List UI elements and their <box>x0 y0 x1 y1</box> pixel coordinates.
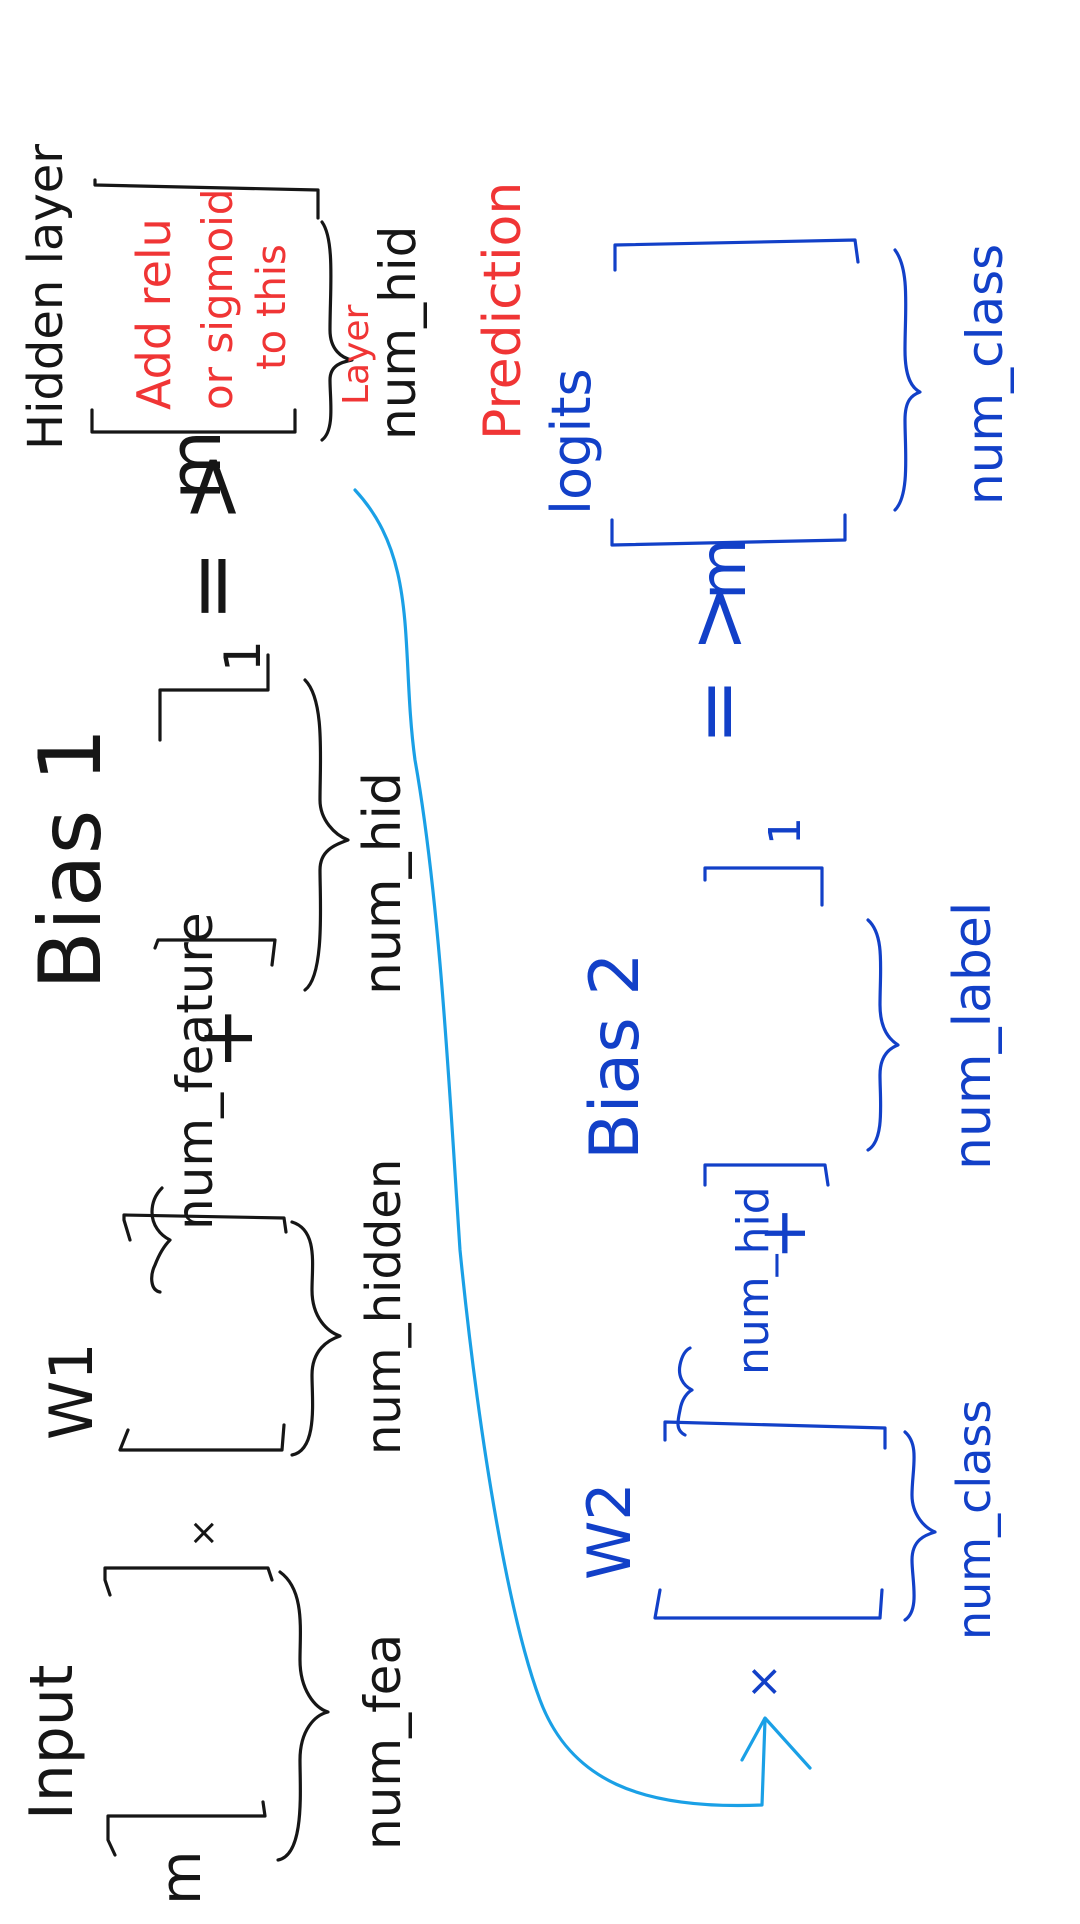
output-cols-brace <box>893 248 922 512</box>
equals-arrow-1: = > <box>161 451 261 622</box>
bias1-matrix <box>153 653 350 992</box>
input-rows-label: m <box>149 1850 214 1905</box>
bias2-cols-label: num_label <box>943 902 1003 1170</box>
w1-rows-brace <box>150 1186 172 1294</box>
hidden-cols-label: num_hid <box>369 226 427 440</box>
hidden-cols-brace <box>320 220 354 442</box>
output-rows-label: m <box>687 538 761 600</box>
w1-label: W1 <box>37 1343 107 1441</box>
equals-sign-2: = <box>671 678 764 745</box>
plus-sign-1: + <box>181 1006 270 1070</box>
hidden-to-w2-arrow <box>353 488 812 1808</box>
w2-cols-label: num_class <box>947 1400 1001 1640</box>
multiply-sign-2: × <box>738 1663 789 1700</box>
activation-note-line-4: Layer <box>336 304 377 405</box>
input-label: Input <box>17 1665 87 1820</box>
input-cols-brace <box>276 1570 330 1862</box>
multiply-sign-1: × <box>183 1518 224 1548</box>
prediction-label: Prediction <box>473 182 533 440</box>
w2-rows-label: num_hid <box>728 1186 779 1375</box>
w2-rows-brace <box>676 1346 694 1437</box>
activation-note-line-2: or sigmoid <box>193 189 242 410</box>
w1-matrix <box>118 1186 342 1457</box>
equals-sign-1: = <box>161 550 261 622</box>
w1-cols-label: num_hidden <box>356 1159 412 1455</box>
layer2-row: × W2 num_hid num_class + Bias 2 1 num_la… <box>473 182 1014 1700</box>
bias1-label: Bias 1 <box>21 728 121 990</box>
w1-rows-text: num_feature <box>166 912 224 1230</box>
input-matrix <box>103 1566 330 1862</box>
activation-note-line-1: Add relu <box>127 218 181 410</box>
w2-cols-brace <box>903 1430 937 1622</box>
w2-matrix <box>653 1346 937 1622</box>
w2-label: W2 <box>575 1483 645 1581</box>
activation-note-line-3: to this <box>249 244 295 370</box>
output-cols-label: num_class <box>956 244 1014 505</box>
equals-arrow-2: = > <box>671 586 764 746</box>
w1-rows-label: num_feature <box>166 912 224 1230</box>
hidden-matrix <box>90 178 354 442</box>
output-matrix <box>610 238 922 547</box>
layer1-row: Input m num_fea × W1 num_hidden num_feat… <box>17 144 427 1905</box>
bias1-cols-label: num_hid <box>353 772 413 995</box>
bias1-cols-brace <box>303 678 350 992</box>
bias2-rows-label: 1 <box>760 817 811 845</box>
bias1-rows-label: 1 <box>214 640 272 672</box>
plus-sign-2: + <box>747 1206 821 1260</box>
activation-note: Add relu or sigmoid to this Layer <box>127 189 377 410</box>
input-cols-label: num_fea <box>354 1634 412 1850</box>
bias2-matrix <box>703 866 900 1187</box>
w1-cols-brace <box>290 1220 342 1457</box>
hidden-layer-title: Hidden layer <box>18 144 74 450</box>
bias2-cols-brace <box>866 918 900 1152</box>
arrow-head-icon <box>740 1716 812 1770</box>
logits-label: logits <box>540 368 603 515</box>
bias2-label: Bias 2 <box>576 952 655 1160</box>
hidden-rows-label: m <box>153 430 237 500</box>
